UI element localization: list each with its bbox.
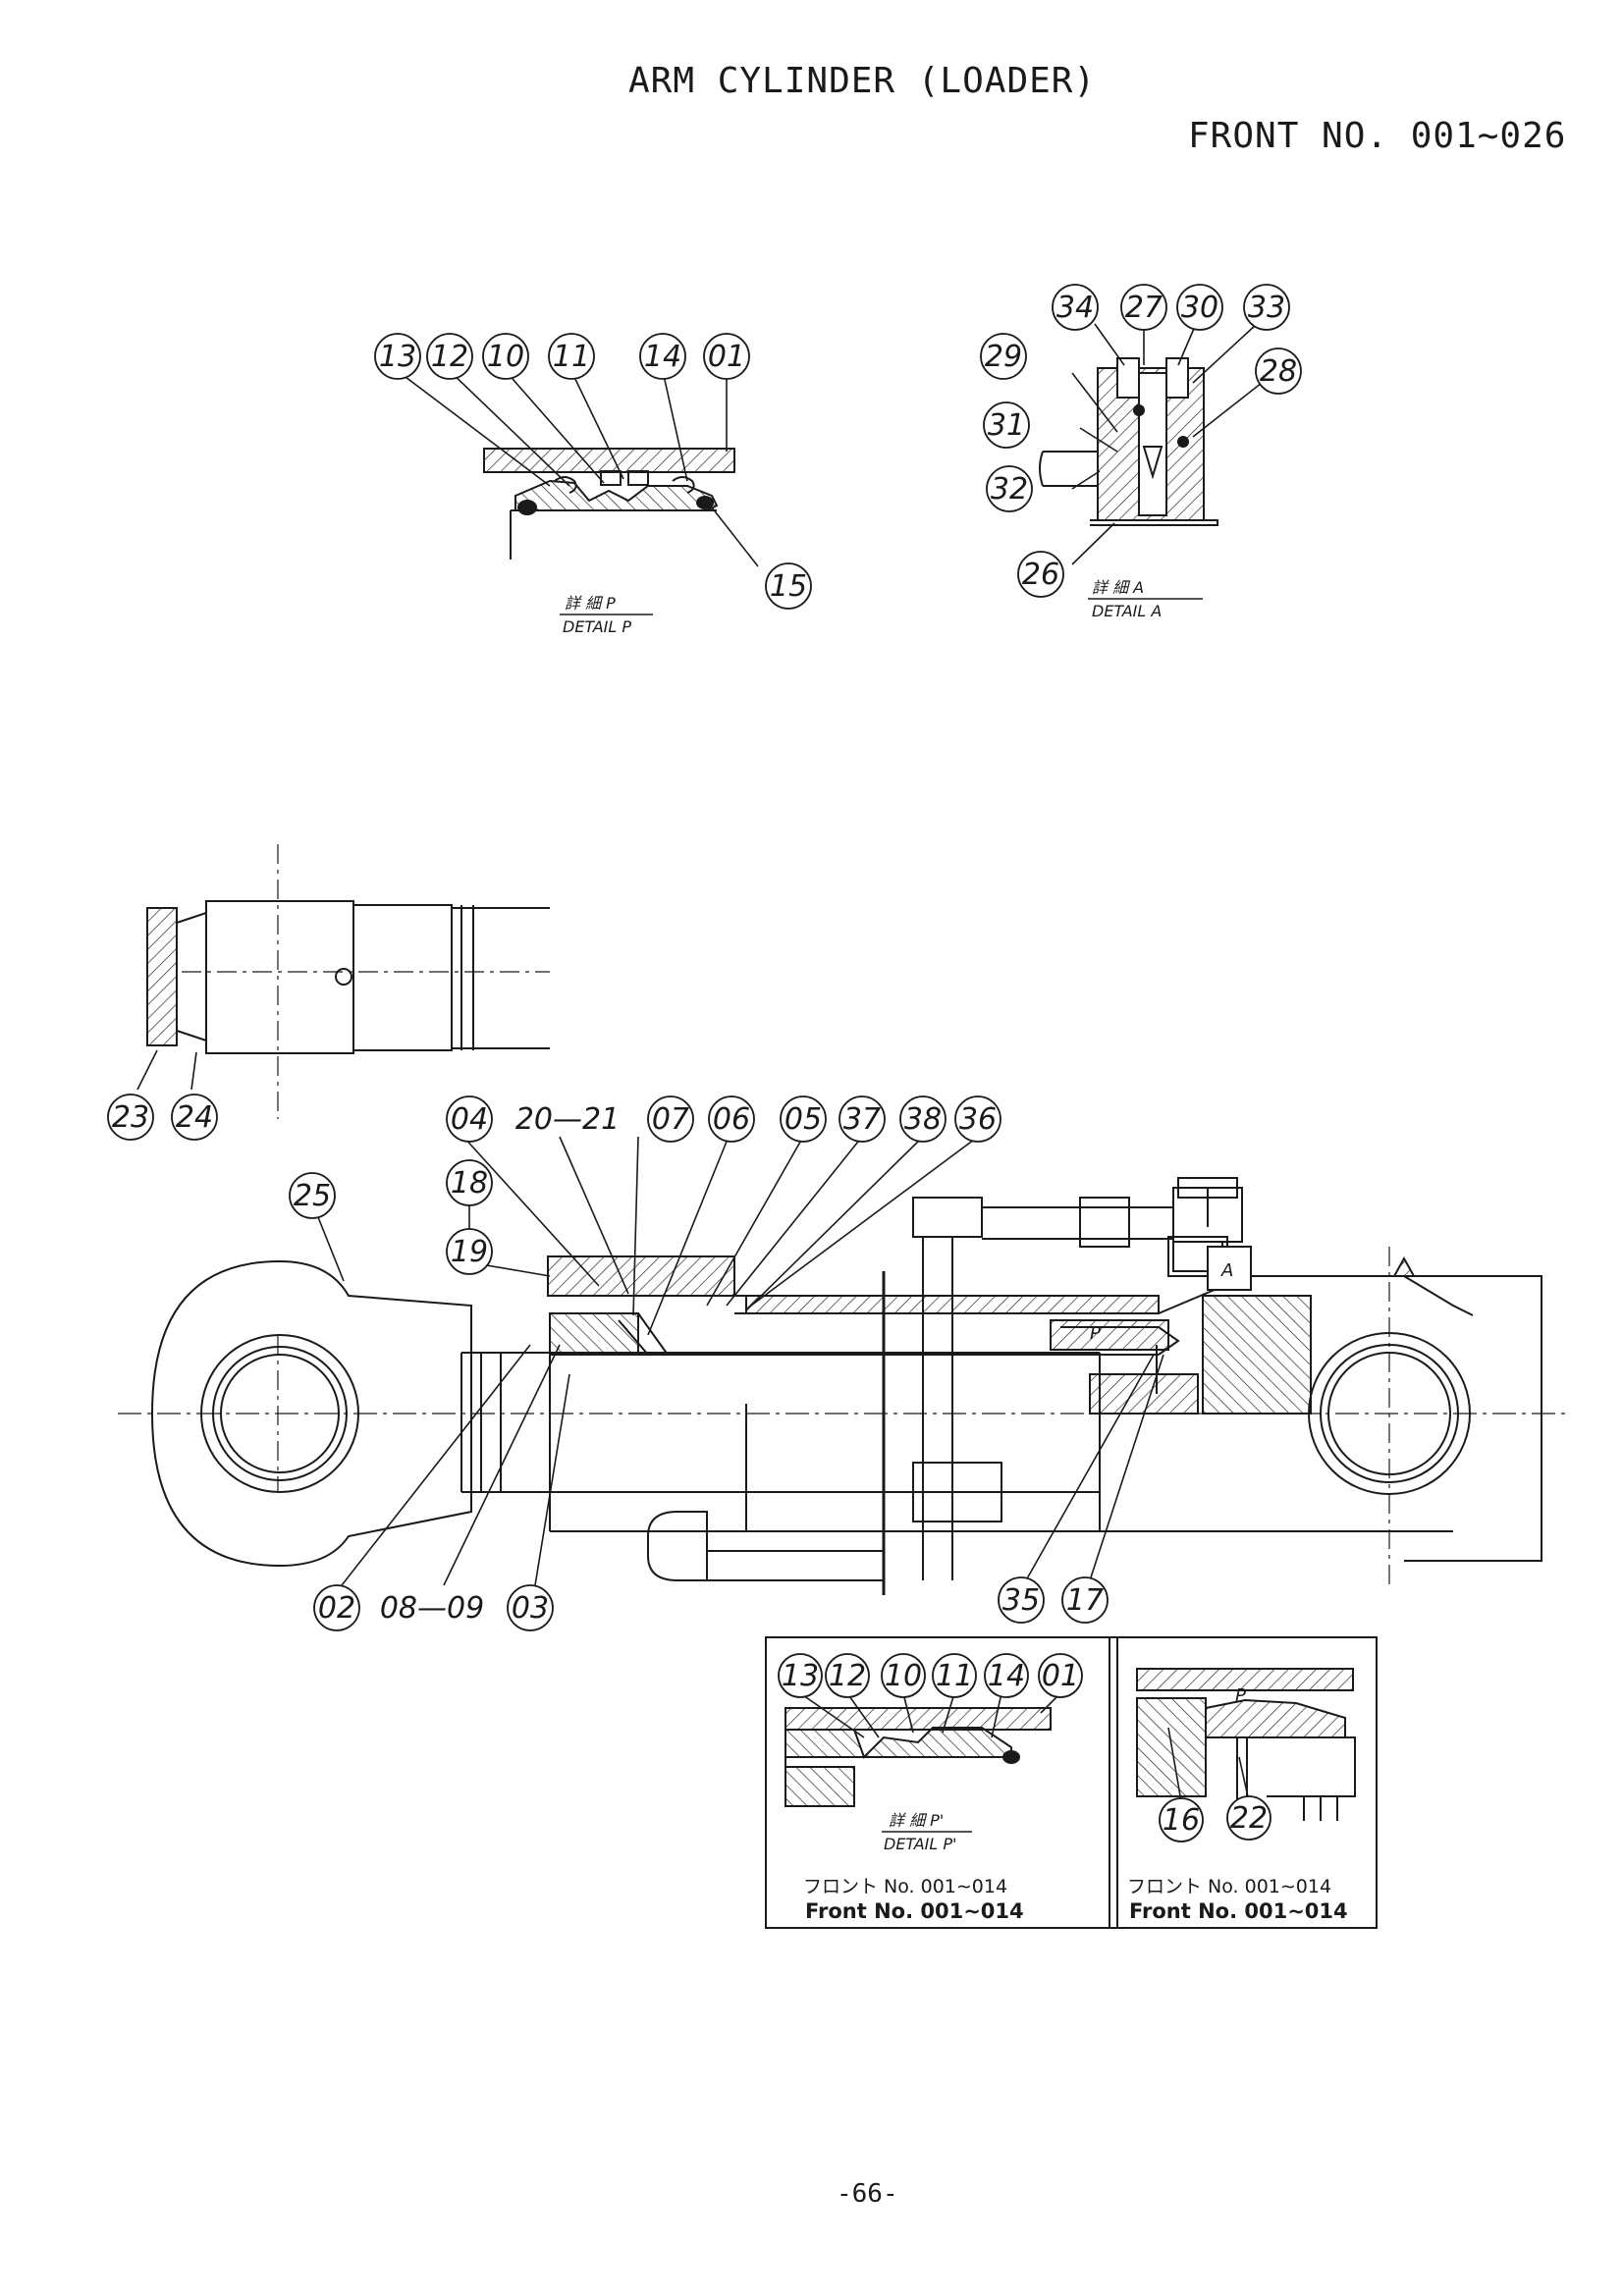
callout-label: 18 [451,1166,488,1201]
callout-label: 08—09 [380,1591,484,1626]
callout-label: 27 [1125,291,1163,325]
callout-label: 34 [1056,291,1094,325]
callout-label: 35 [1002,1583,1040,1618]
callout-label: 10 [885,1659,922,1693]
detail-p-prime-callouts: 13 12 10 11 14 01 [778,1653,1083,1698]
detail-piston-callouts: 16 22 [1159,1795,1271,1842]
marker-a: A [1220,1260,1233,1281]
callout-label: 15 [770,569,807,604]
detail-piston-front-jp: フロント No. 001∼014 [1127,1876,1331,1897]
page-number: -66- [837,2179,898,2209]
callout-label: 24 [176,1100,213,1135]
detail-p [397,370,759,567]
page-title: ARM CYLINDER (LOADER) [628,61,1097,101]
rod-end-callouts: 23 24 [107,1094,218,1141]
marker-p: P [1090,1323,1101,1344]
detail-p-caption-jp: 詳 細 P [565,594,616,613]
callout-label: 05 [784,1102,822,1137]
callout-label: 11 [553,340,590,374]
callout-label: 28 [1260,354,1297,389]
callout-label: 22 [1230,1801,1268,1836]
callout-label: 12 [829,1659,866,1693]
main-callouts-left: 25 18 19 [289,1159,493,1275]
callout-label: 31 [988,408,1025,443]
callout-label: 12 [431,340,468,374]
callout-label: 33 [1248,291,1285,325]
callout-label: 01 [1042,1659,1079,1693]
detail-a-caption-en: DETAIL A [1092,602,1162,620]
main-callouts-top: 04 20—21 07 06 05 37 38 36 [446,1095,1001,1143]
callout-label: 30 [1181,291,1218,325]
detail-p-prime-front-jp: フロント No. 001∼014 [803,1876,1007,1897]
main-cylinder [118,1136,1571,1595]
rod-end-view [136,844,550,1119]
callout-label: 06 [713,1102,750,1137]
callout-label: 32 [991,472,1028,507]
detail-p-prime-caption-jp: 詳 細 P' [889,1811,944,1830]
callout-label: 20—21 [515,1102,620,1137]
callout-label: 01 [708,340,745,374]
callout-label: 38 [904,1102,942,1137]
callout-label: 11 [936,1659,973,1693]
callout-label: 14 [644,340,681,374]
detail-piston-front-en: Front No. 001∼014 [1129,1899,1348,1923]
callout-label: 37 [843,1102,881,1137]
callout-label: 14 [988,1659,1025,1693]
detail-a-callouts: 34 27 30 33 29 28 31 32 26 [980,284,1302,598]
callout-label: 13 [379,340,416,374]
callout-label: 23 [112,1100,149,1135]
callout-label: 02 [318,1591,355,1626]
callout-label: 10 [487,340,524,374]
callout-label: 03 [512,1591,549,1626]
callout-label: 25 [294,1179,331,1213]
detail-piston-box [1109,1636,1378,1929]
callout-label: 29 [985,340,1022,374]
callout-label: 16 [1163,1803,1200,1838]
callout-label: 26 [1022,558,1059,592]
piston-marker-p: P [1235,1685,1246,1706]
detail-p-prime-caption-en: DETAIL P' [884,1835,956,1853]
callout-label: 04 [451,1102,488,1137]
callout-label: 17 [1066,1583,1104,1618]
detail-a-caption-jp: 詳 細 A [1092,578,1144,597]
callout-label: 13 [782,1659,819,1693]
detail-p-prime-front-en: Front No. 001∼014 [805,1899,1024,1923]
front-number-range: FRONT NO. 001∼026 [1188,116,1567,156]
detail-p-callouts: 13 12 10 11 14 01 15 [374,333,812,610]
detail-p-caption-en: DETAIL P [563,617,631,636]
main-callouts-bottom: 02 08—09 03 35 17 [313,1576,1109,1631]
callout-label: 36 [959,1102,997,1137]
callout-label: 19 [451,1235,488,1269]
detail-p-prime-box [765,1636,1118,1929]
detail-a [1039,323,1263,565]
callout-label: 07 [652,1102,689,1137]
